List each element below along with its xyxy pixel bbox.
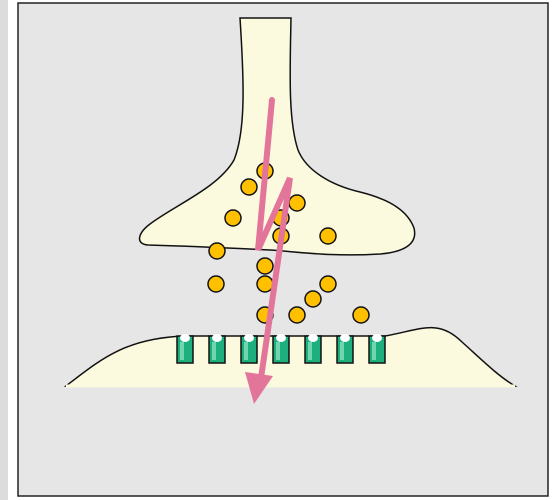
receptor-binding-site: [276, 334, 286, 342]
receptor-binding-site: [340, 334, 350, 342]
terminal-vesicle-7: [320, 228, 336, 244]
terminal-vesicle-4: [225, 210, 241, 226]
receptor-binding-site: [372, 334, 382, 342]
terminal-vesicle-3: [289, 195, 305, 211]
receptor-4: [273, 334, 289, 363]
cleft-vesicle-3: [320, 276, 336, 292]
receptor-highlight: [308, 342, 312, 360]
cleft-vesicle-1: [208, 276, 224, 292]
receptor-highlight: [372, 342, 376, 360]
receptor-highlight: [212, 342, 216, 360]
terminal-vesicle-9: [257, 258, 273, 274]
receptor-7: [369, 334, 385, 363]
receptor-highlight: [180, 342, 184, 360]
cleft-vesicle-6: [289, 307, 305, 323]
cleft-vesicle-2: [257, 276, 273, 292]
receptor-1: [177, 334, 193, 363]
terminal-vesicle-8: [209, 243, 225, 259]
cleft-vesicle-4: [305, 291, 321, 307]
cleft-vesicle-7: [353, 307, 369, 323]
receptor-binding-site: [180, 334, 190, 342]
receptor-highlight: [244, 342, 248, 360]
left-margin-strip: [0, 0, 8, 500]
receptor-highlight: [340, 342, 344, 360]
receptor-5: [305, 334, 321, 363]
terminal-vesicle-2: [241, 179, 257, 195]
receptor-binding-site: [212, 334, 222, 342]
receptor-3: [241, 334, 257, 363]
receptor-binding-site: [244, 334, 254, 342]
receptor-2: [209, 334, 225, 363]
receptor-highlight: [276, 342, 280, 360]
receptor-6: [337, 334, 353, 363]
receptor-binding-site: [308, 334, 318, 342]
